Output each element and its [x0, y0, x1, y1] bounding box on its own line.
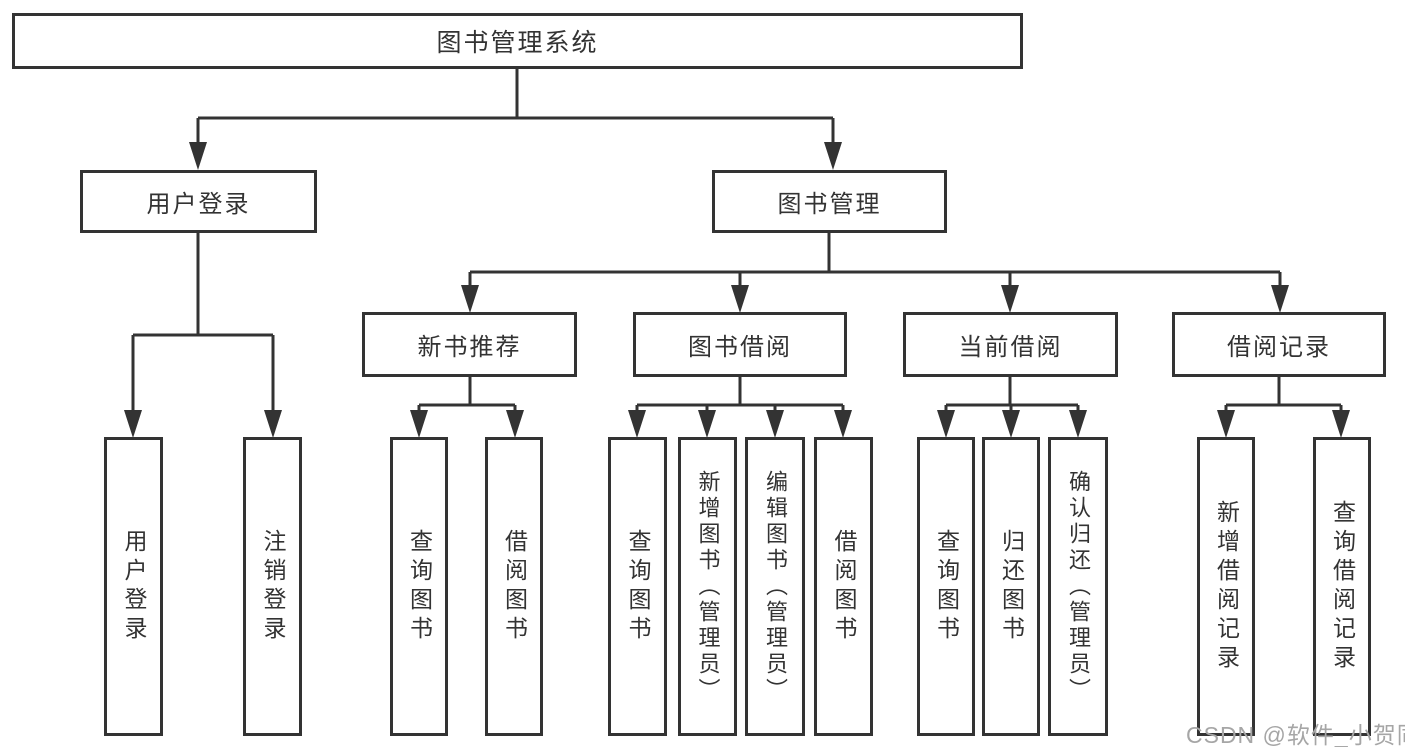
leaf-borrow-query-books: 查询图书 [608, 437, 667, 736]
leaf-borrow-add-books-admin-label: 新增图书（管理员） [695, 469, 721, 704]
node-borrowing-records: 借阅记录 [1172, 312, 1386, 377]
leaf-user-login: 用户登录 [104, 437, 163, 736]
node-book-management: 图书管理 [712, 170, 947, 233]
leaf-current-confirm-return-admin: 确认归还（管理员） [1048, 437, 1108, 736]
node-book-management-label: 图书管理 [777, 191, 882, 218]
leaf-borrow-edit-books-admin-label: 编辑图书（管理员） [763, 469, 788, 704]
leaf-current-query-books: 查询图书 [917, 437, 975, 736]
node-new-book-recommend: 新书推荐 [362, 312, 577, 377]
connector-borrowrecord-to-leaves [1224, 377, 1343, 414]
leaf-borrow-add-books-admin: 新增图书（管理员） [678, 437, 737, 736]
connector-newbookrec-to-leaves [417, 377, 517, 414]
node-user-login-label: 用户登录 [146, 191, 251, 218]
node-book-borrowing: 图书借阅 [633, 312, 847, 377]
leaf-record-query-borrow-record: 查询借阅记录 [1313, 437, 1371, 736]
connector-userlogin-to-leaves [131, 233, 275, 414]
node-root: 图书管理系统 [12, 13, 1023, 69]
leaf-logout: 注销登录 [243, 437, 302, 736]
leaf-record-query-borrow-record-label: 查询借阅记录 [1329, 499, 1356, 674]
node-current-borrowing: 当前借阅 [903, 312, 1118, 377]
node-book-borrowing-label: 图书借阅 [688, 334, 792, 361]
node-new-book-recommend-label: 新书推荐 [417, 334, 522, 361]
leaf-newbook-borrow-books-label: 借阅图书 [501, 528, 528, 645]
leaf-newbook-query-books: 查询图书 [390, 437, 448, 736]
connector-bookmgmt-to-level3 [468, 233, 1282, 289]
leaf-borrow-edit-books-admin: 编辑图书（管理员） [745, 437, 805, 736]
leaf-borrow-borrow-books-label: 借阅图书 [831, 528, 857, 645]
leaf-newbook-query-books-label: 查询图书 [406, 528, 433, 645]
leaf-user-login-label: 用户登录 [121, 528, 147, 645]
connector-currentborrow-to-leaves [944, 377, 1080, 414]
leaf-current-confirm-return-admin-label: 确认归还（管理员） [1066, 469, 1091, 704]
leaf-current-query-books-label: 查询图书 [933, 528, 960, 645]
leaf-current-return-books: 归还图书 [982, 437, 1040, 736]
leaf-record-add-borrow-record-label: 新增借阅记录 [1213, 499, 1240, 674]
leaf-record-add-borrow-record: 新增借阅记录 [1197, 437, 1255, 736]
leaf-newbook-borrow-books: 借阅图书 [485, 437, 543, 736]
leaf-borrow-query-books-label: 查询图书 [625, 528, 651, 645]
connector-bookborrow-to-leaves [635, 377, 845, 414]
connector-root-to-level2 [196, 69, 835, 146]
csdn-watermark: CSDN @软件_小贺同学 [1186, 722, 1405, 747]
arrowheads [124, 142, 1350, 438]
leaf-logout-label: 注销登录 [260, 528, 286, 645]
leaf-borrow-borrow-books: 借阅图书 [814, 437, 873, 736]
node-current-borrowing-label: 当前借阅 [958, 334, 1063, 361]
leaf-current-return-books-label: 归还图书 [998, 528, 1025, 645]
node-borrowing-records-label: 借阅记录 [1227, 334, 1331, 361]
node-root-label: 图书管理系统 [436, 29, 599, 57]
node-user-login: 用户登录 [80, 170, 317, 233]
